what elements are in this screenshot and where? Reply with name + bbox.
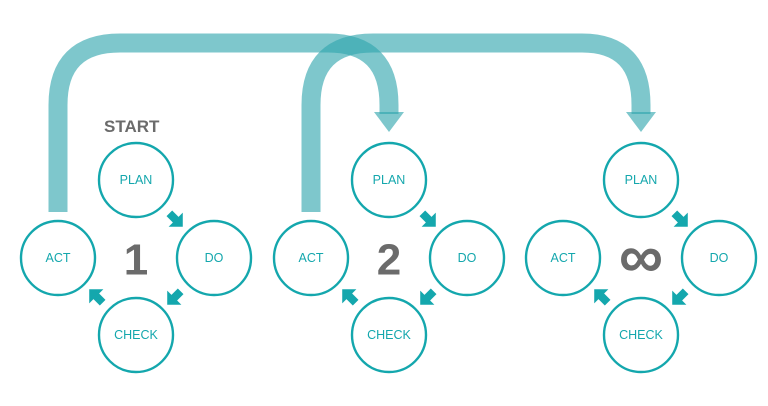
cycle-infinity-arrow-plan-to-do — [671, 210, 688, 227]
start-label: START — [104, 117, 160, 136]
cycle-1-act-circle — [19, 219, 97, 297]
cycle-2: PLAN DO CHECK ACT 2 — [272, 141, 506, 374]
cycle-2-do-circle — [428, 219, 506, 297]
cycle-1-do-label: DO — [205, 251, 224, 265]
cycle-1-do-circle — [175, 219, 253, 297]
cycle-1-act-label: ACT — [46, 251, 71, 265]
cycle-2-check-node: CHECK — [350, 296, 428, 374]
cycle-1-arrow-plan-to-do — [166, 210, 183, 227]
cycle-2-act-circle — [272, 219, 350, 297]
cycle-infinity-do-label: DO — [710, 251, 729, 265]
cycle-1-check-node: CHECK — [97, 296, 175, 374]
cycle-2-arrow-do-to-check — [420, 288, 437, 305]
cycle-2-number: 2 — [377, 236, 401, 285]
cycle-1-arrow-check-to-act — [89, 289, 106, 306]
cycle-2-arrow-plan-to-do — [419, 210, 436, 227]
cycle-infinity-act-label: ACT — [551, 251, 576, 265]
cycle-infinity-act-circle — [524, 219, 602, 297]
cycle-1-act-node: ACT — [19, 219, 97, 297]
loop-arrowhead-2 — [626, 112, 656, 132]
cycle-1-do-node: DO — [175, 219, 253, 297]
cycle-infinity-check-circle — [602, 296, 680, 374]
cycle-infinity-plan-circle — [602, 141, 680, 219]
cycle-infinity-plan-label: PLAN — [625, 173, 658, 187]
cycle-2-plan-node: PLAN — [350, 141, 428, 219]
cycle-1-plan-label: PLAN — [120, 173, 153, 187]
cycle-1-arrow-do-to-check — [167, 288, 184, 305]
cycle-1-check-label: CHECK — [114, 328, 158, 342]
cycle-2-plan-circle — [350, 141, 428, 219]
cycle-infinity-do-circle — [680, 219, 758, 297]
cycle-1-check-circle — [97, 296, 175, 374]
loop-arrowhead-1 — [374, 112, 404, 132]
cycle-1: PLAN DO CHECK ACT 1 — [19, 141, 253, 374]
cycle-2-do-label: DO — [458, 251, 477, 265]
cycle-infinity-plan-node: PLAN — [602, 141, 680, 219]
cycle-infinity-symbol: ∞ — [619, 223, 663, 292]
loop-connector-2-path — [301, 33, 651, 212]
cycle-infinity: PLAN DO CHECK ACT ∞ — [524, 141, 758, 374]
cycle-infinity-arrow-check-to-act — [594, 289, 611, 306]
cycle-infinity-do-node: DO — [680, 219, 758, 297]
loop-connector-1-to-2 — [48, 33, 404, 212]
cycle-2-act-label: ACT — [299, 251, 324, 265]
cycle-infinity-check-label: CHECK — [619, 328, 663, 342]
cycle-2-do-node: DO — [428, 219, 506, 297]
cycle-infinity-act-node: ACT — [524, 219, 602, 297]
cycle-1-number: 1 — [124, 236, 148, 285]
cycle-2-check-label: CHECK — [367, 328, 411, 342]
cycle-2-check-circle — [350, 296, 428, 374]
cycle-2-act-node: ACT — [272, 219, 350, 297]
cycle-2-arrow-check-to-act — [342, 289, 359, 306]
loop-connector-1-path — [48, 33, 399, 212]
cycle-1-plan-circle — [97, 141, 175, 219]
loop-connector-2-to-infinity — [301, 33, 656, 212]
cycle-1-plan-node: PLAN — [97, 141, 175, 219]
cycle-infinity-check-node: CHECK — [602, 296, 680, 374]
cycle-2-plan-label: PLAN — [373, 173, 406, 187]
cycle-infinity-arrow-do-to-check — [672, 288, 689, 305]
